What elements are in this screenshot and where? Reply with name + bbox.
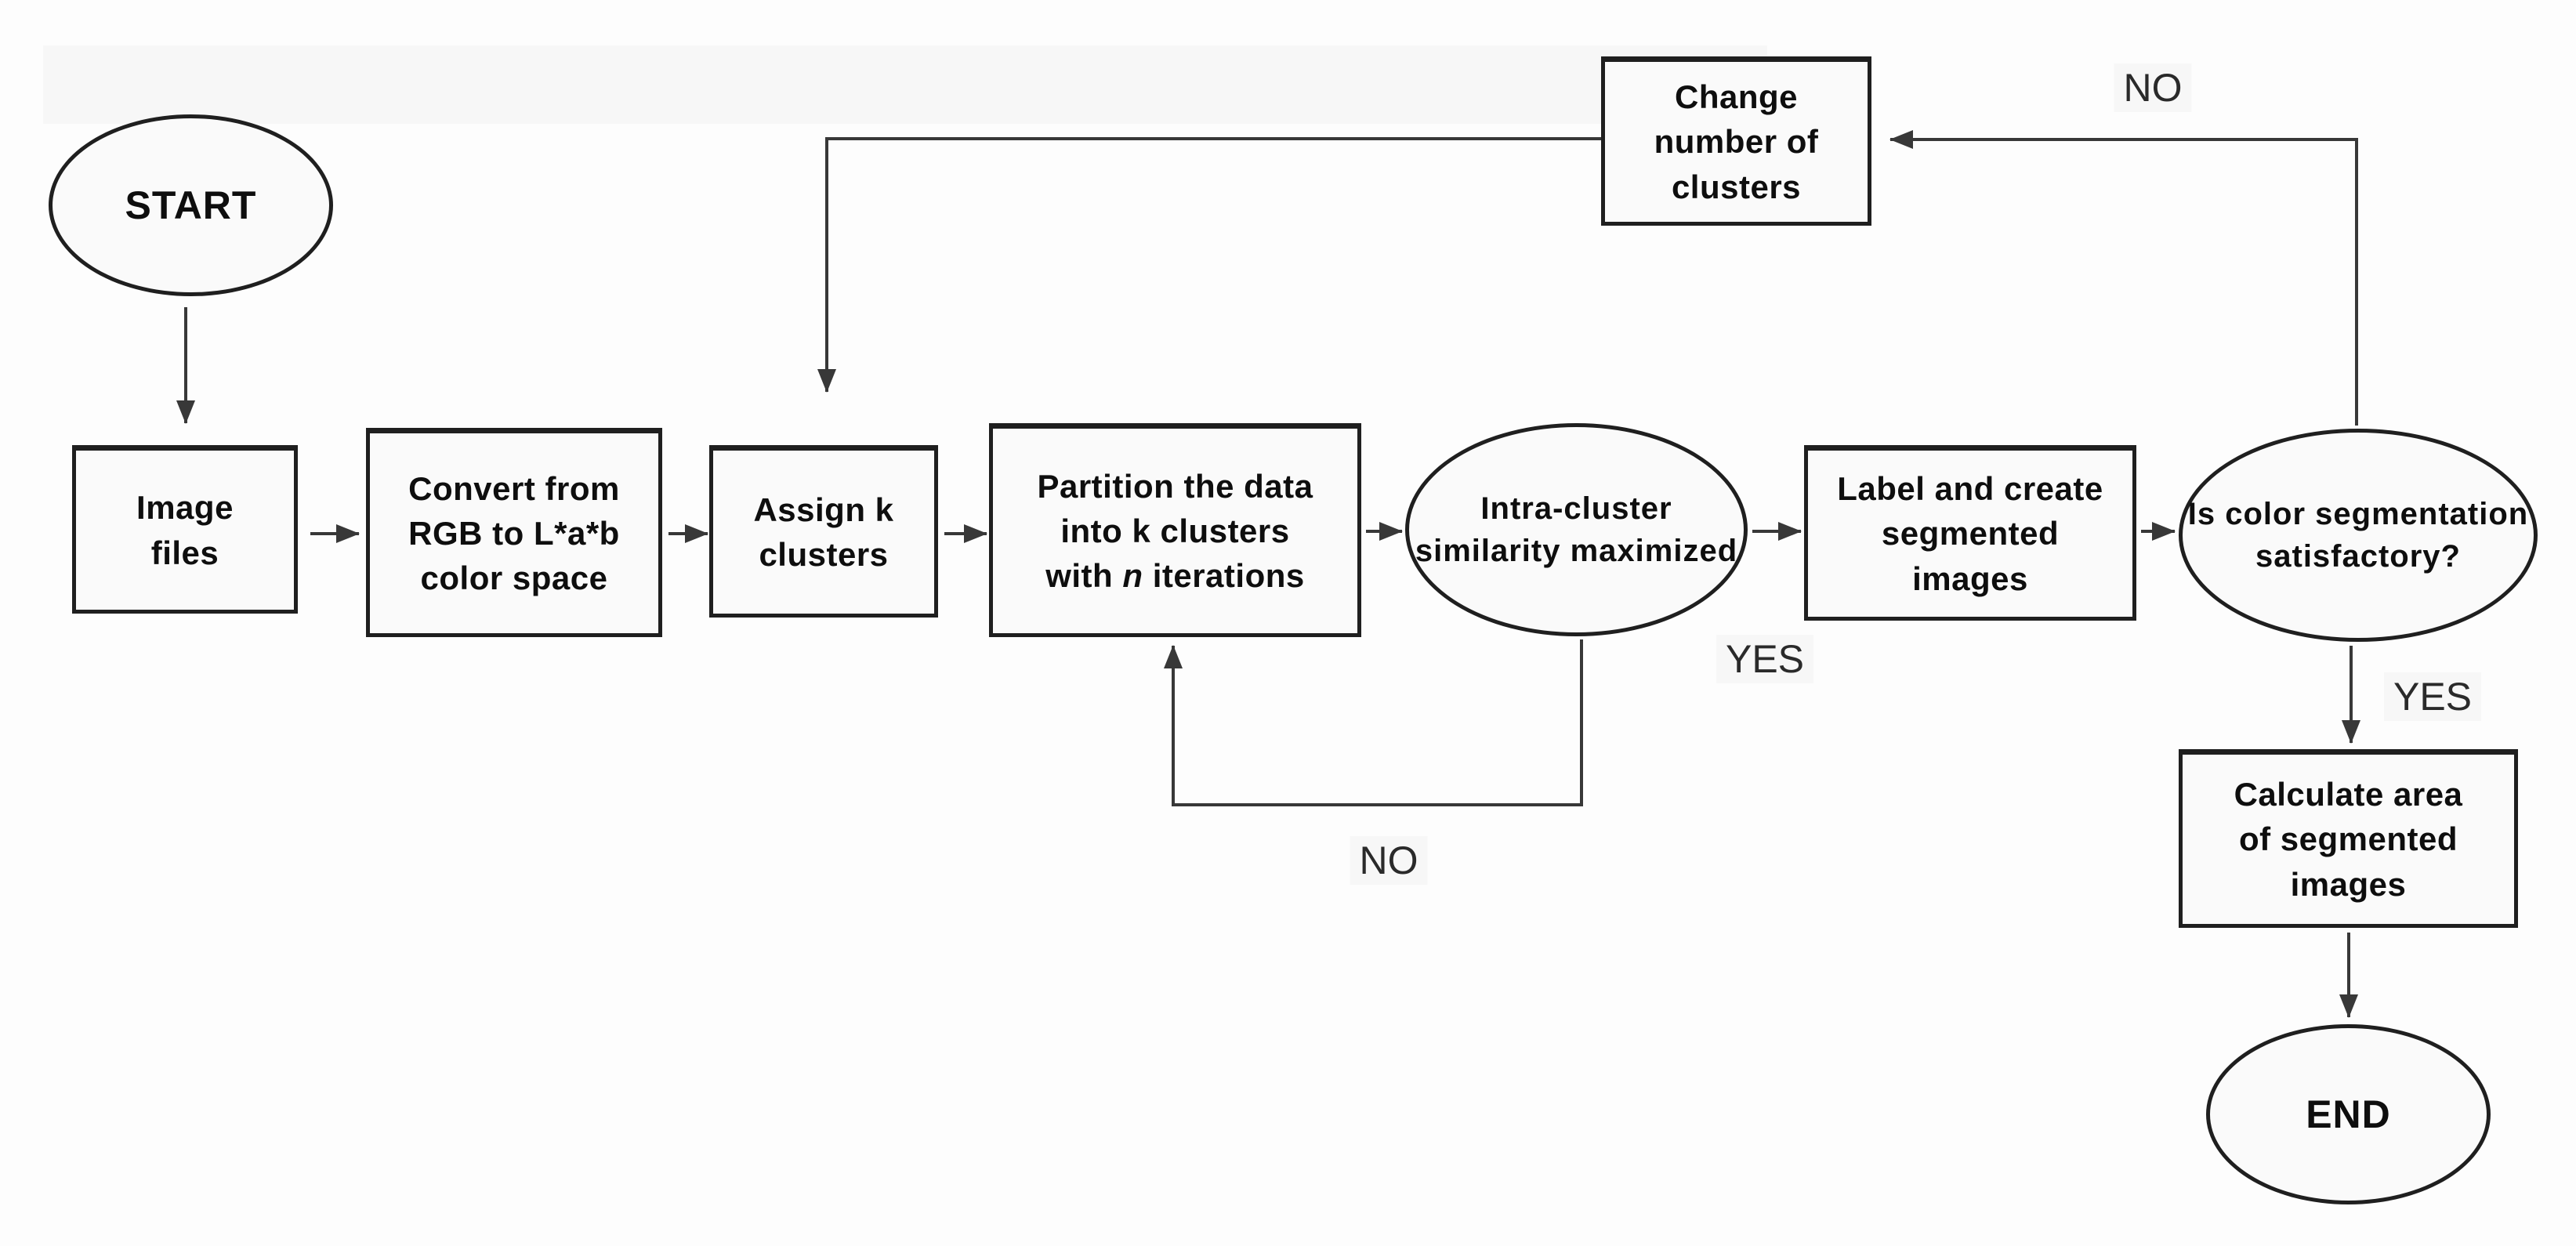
partition-text-pre: Partition the data into k clusters with <box>1037 467 1313 595</box>
node-convert-colorspace-label: Convert from RGB to L*a*b color space <box>408 469 620 597</box>
edge-label-yes-satisfactory: YES <box>2383 672 2482 721</box>
node-satisfactory-check-label: Is color segmentation satisfactory? <box>2187 496 2529 574</box>
edge-label-no-satisfactory: NO <box>2114 63 2192 112</box>
node-image-files: Image files <box>72 445 298 614</box>
node-intra-cluster-check: Intra-cluster similarity maximized <box>1405 423 1748 636</box>
edge-intra-no-loop-to-partition <box>1164 639 1583 806</box>
node-assign-clusters-label: Assign k clusters <box>753 491 894 573</box>
node-start-label: START <box>125 183 257 227</box>
node-start: START <box>49 114 333 296</box>
edge-satisfactory-no-loop-to-change <box>1889 130 2358 426</box>
node-satisfactory-check: Is color segmentation satisfactory? <box>2179 429 2538 642</box>
node-label-create-images: Label and create segmented images <box>1804 445 2136 621</box>
partition-text-post: iterations <box>1143 557 1305 595</box>
node-assign-clusters: Assign k clusters <box>709 445 938 618</box>
node-convert-colorspace: Convert from RGB to L*a*b color space <box>366 428 662 637</box>
node-partition-data: Partition the data into k clusters with … <box>989 423 1361 637</box>
node-partition-data-label: Partition the data into k clusters with … <box>1037 464 1313 598</box>
edge-label-yes-intra: YES <box>1716 635 1814 683</box>
node-image-files-label: Image files <box>136 489 234 571</box>
edge-change-loop-to-assign <box>817 137 1601 393</box>
node-calculate-area: Calculate area of segmented images <box>2179 749 2518 928</box>
node-end: END <box>2206 1024 2491 1204</box>
scan-artifact-band <box>43 45 1767 124</box>
node-end-label: END <box>2306 1092 2391 1136</box>
partition-italic-n: n <box>1122 557 1143 595</box>
edge-label-no-intra: NO <box>1350 836 1428 885</box>
node-calculate-area-label: Calculate area of segmented images <box>2234 776 2463 903</box>
node-label-create-images-label: Label and create segmented images <box>1837 470 2103 597</box>
node-intra-cluster-check-label: Intra-cluster similarity maximized <box>1415 491 1738 568</box>
node-change-clusters: Change number of clusters <box>1601 56 1871 226</box>
node-change-clusters-label: Change number of clusters <box>1654 78 1819 205</box>
